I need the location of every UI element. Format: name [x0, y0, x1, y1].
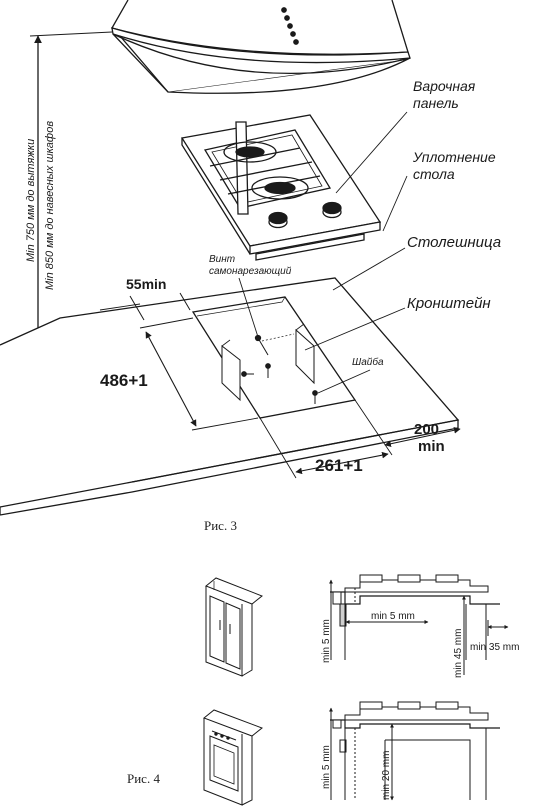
- figure-4: [203, 574, 509, 806]
- dim-front-gap: 55min: [126, 276, 166, 292]
- label-worktop: Столешница: [407, 234, 501, 251]
- dim-bottom-min5-vertical: min 5 mm: [321, 745, 332, 789]
- figure-4-labels: min 5 mm min 5 mm min 45 mm min 35 mm mi…: [127, 611, 519, 800]
- label-washer: Шайба: [352, 356, 384, 368]
- dim-depth: 486+1: [100, 371, 148, 390]
- worktop: [0, 277, 460, 516]
- label-seal-line2: стола: [413, 166, 455, 182]
- cross-section-top: [329, 574, 509, 675]
- label-screw-line1: Винт: [209, 254, 235, 265]
- dim-side-gap-value: 200: [414, 421, 439, 438]
- dim-top-min5-vertical: min 5 mm: [321, 619, 332, 663]
- dim-width: 261+1: [315, 456, 363, 475]
- label-hob-line2: панель: [413, 95, 459, 111]
- figure-3-labels: Варочная панель Уплотнение стола Столешн…: [25, 78, 501, 533]
- figure-4-caption: Рис. 4: [127, 771, 160, 786]
- dim-side-gap-unit: min: [418, 438, 445, 455]
- label-bracket: Кронштейн: [407, 295, 491, 312]
- dim-bottom-min20: min 20 mm: [381, 751, 392, 800]
- dim-min-hood: Min 750 мм до вытяжки: [25, 139, 37, 262]
- label-seal-line1: Уплотнение: [412, 149, 496, 165]
- cross-section-bottom: [329, 701, 500, 801]
- label-hob-line1: Варочная: [413, 78, 476, 94]
- oven-cabinet-sketch: [203, 709, 263, 806]
- dim-top-min45: min 45 mm: [453, 629, 464, 678]
- dim-top-min35: min 35 mm: [470, 642, 519, 653]
- label-screw-line2: самонарезающий: [209, 266, 292, 277]
- hob-appliance: [180, 114, 382, 261]
- figure-3-caption: Рис. 3: [204, 518, 237, 533]
- cabinet-doors-sketch: [205, 577, 263, 677]
- dim-top-min5-horizontal: min 5 mm: [371, 611, 415, 622]
- figure-3: [0, 0, 461, 516]
- dim-min-cabinets: Min 850 мм до навесных шкафов: [44, 121, 56, 290]
- range-hood: [111, 0, 411, 94]
